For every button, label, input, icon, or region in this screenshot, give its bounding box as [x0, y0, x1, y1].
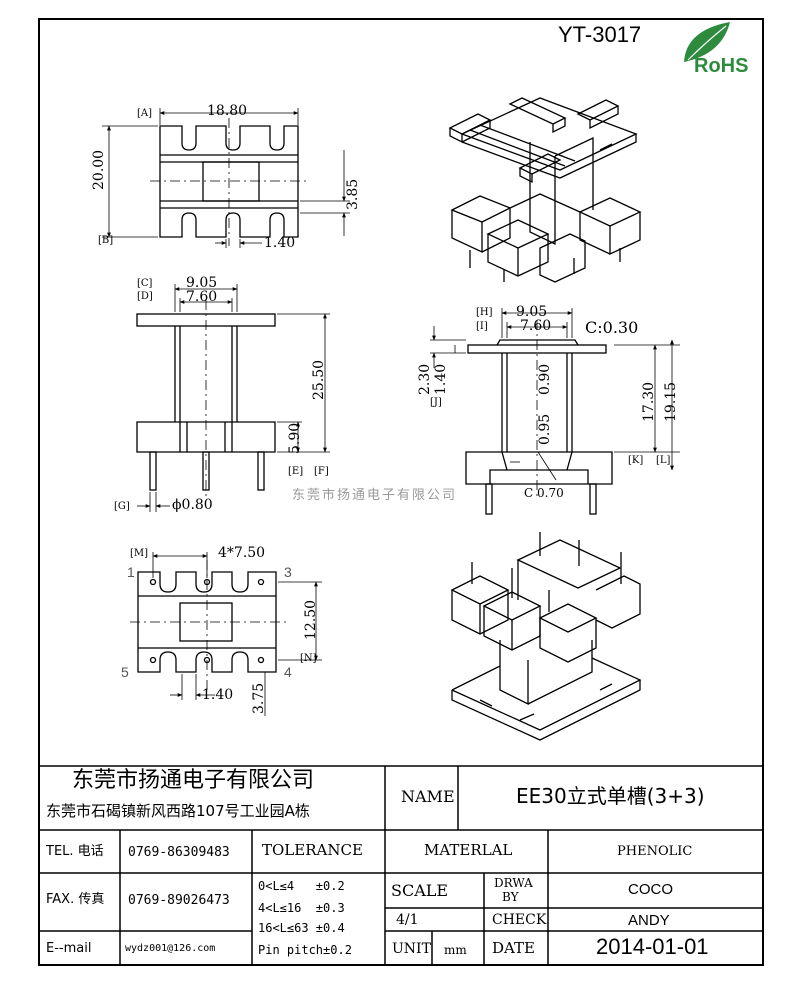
email-label: E--mail — [46, 941, 92, 956]
label-b: [B] — [98, 235, 114, 246]
scale-value: 4/1 — [396, 912, 419, 928]
label-c: [C] — [137, 278, 153, 289]
iso-view-top — [448, 97, 642, 283]
dim-base: 5.90 — [287, 422, 303, 454]
drawn-value: COCO — [628, 881, 673, 898]
dim-chamfer-top: C:0.30 — [585, 318, 639, 337]
rohs-leaf-icon — [684, 22, 730, 62]
date-value: 2014-01-01 — [596, 934, 709, 959]
dim-chamfer-bottom: C 0.70 — [524, 486, 564, 500]
dim-pin: ϕ0.80 — [172, 497, 213, 513]
label-d: [D] — [137, 291, 153, 302]
tolerance-line-2: 4<L≤16 ±0.3 — [258, 901, 345, 915]
dim-row: 12.50 — [303, 599, 319, 640]
section-view — [430, 308, 680, 515]
date-label: DATE — [492, 939, 535, 957]
label-i: [I] — [476, 321, 488, 332]
dim-bottom-gap: 1.40 — [202, 687, 234, 703]
bottom-view — [130, 552, 322, 716]
part-number: YT-3017 — [558, 22, 642, 47]
company-name: 东莞市扬通电子有限公司 — [72, 768, 315, 793]
company-address: 东莞市石碣镇新风西路107号工业园A栋 — [46, 802, 310, 820]
dim-flange-a: 2.30 — [417, 363, 433, 395]
material-value: PHENOLIC — [617, 844, 693, 859]
unit-value: mm — [444, 943, 467, 957]
watermark: 东莞市扬通电子有限公司 — [292, 488, 458, 503]
dim-flange-b: 1.40 — [433, 363, 449, 395]
label-l: [L] — [656, 455, 671, 466]
email-value: wydz001@126.com — [125, 943, 216, 954]
label-k: [K] — [628, 455, 644, 466]
fax-label: FAX. 传真 — [46, 892, 105, 907]
drawing-frame — [38, 18, 764, 966]
dim-outer: 9.05 — [186, 275, 218, 291]
iso-view-bottom — [450, 532, 642, 741]
dim-section-outer: 9.05 — [516, 304, 548, 320]
tel-value: 0769-86309483 — [128, 845, 230, 860]
label-e: [E] — [288, 466, 304, 477]
tolerance-line-3: 16<L≤63 ±0.4 — [258, 921, 345, 935]
label-h: [H] — [476, 307, 493, 318]
material-label: MATERLAL — [424, 841, 513, 859]
dim-wall-top: 0.90 — [537, 363, 553, 395]
drawn-label-2: BY — [502, 890, 519, 904]
tolerance-line-4: Pin pitch±0.2 — [258, 943, 352, 957]
check-value: ANDY — [628, 912, 670, 929]
rohs-logo: RoHS — [694, 55, 749, 77]
front-view — [136, 284, 330, 512]
tolerance-line-1: 0<L≤4 ±0.2 — [258, 879, 345, 893]
dim-gap: 1.40 — [264, 235, 296, 251]
drawn-label-1: DRWA — [494, 876, 533, 890]
dim-width: 18.80 — [207, 103, 248, 119]
name-value: EE30立式单槽(3+3) — [516, 784, 705, 808]
label-m: [M] — [130, 548, 149, 559]
fax-value: 0769-89026473 — [128, 893, 230, 908]
dim-inner: 7.60 — [186, 289, 218, 305]
pin-number-5: 5 — [121, 664, 129, 680]
dim-height: 20.00 — [91, 149, 107, 190]
label-j: [J] — [430, 397, 442, 408]
label-g: [G] — [114, 501, 130, 512]
top-view — [102, 108, 350, 248]
label-f: [F] — [314, 466, 329, 477]
pin-number-1: 1 — [127, 564, 135, 580]
dim-wall-bottom: 0.95 — [537, 413, 553, 445]
tel-label: TEL. 电话 — [46, 844, 104, 859]
label-n: [N] — [300, 653, 317, 664]
dim-section-inner: 7.60 — [520, 318, 552, 334]
label-a: [A] — [137, 108, 153, 119]
scale-label: SCALE — [391, 881, 449, 900]
name-label: NAME — [401, 787, 455, 806]
tolerance-label: TOLERANCE — [262, 841, 363, 859]
dim-outer-height: 19.15 — [663, 381, 679, 422]
dim-inner-height: 17.30 — [641, 381, 657, 422]
unit-label: UNIT — [392, 941, 431, 957]
check-label: CHECK — [492, 912, 547, 928]
dim-total-height: 25.50 — [311, 359, 327, 400]
dim-slot: 3.85 — [345, 178, 361, 210]
pin-number-4: 4 — [284, 664, 292, 680]
dim-bottom-slot: 3.75 — [251, 682, 267, 714]
pin-number-3: 3 — [284, 564, 292, 580]
dim-pitch: 4*7.50 — [218, 545, 266, 561]
